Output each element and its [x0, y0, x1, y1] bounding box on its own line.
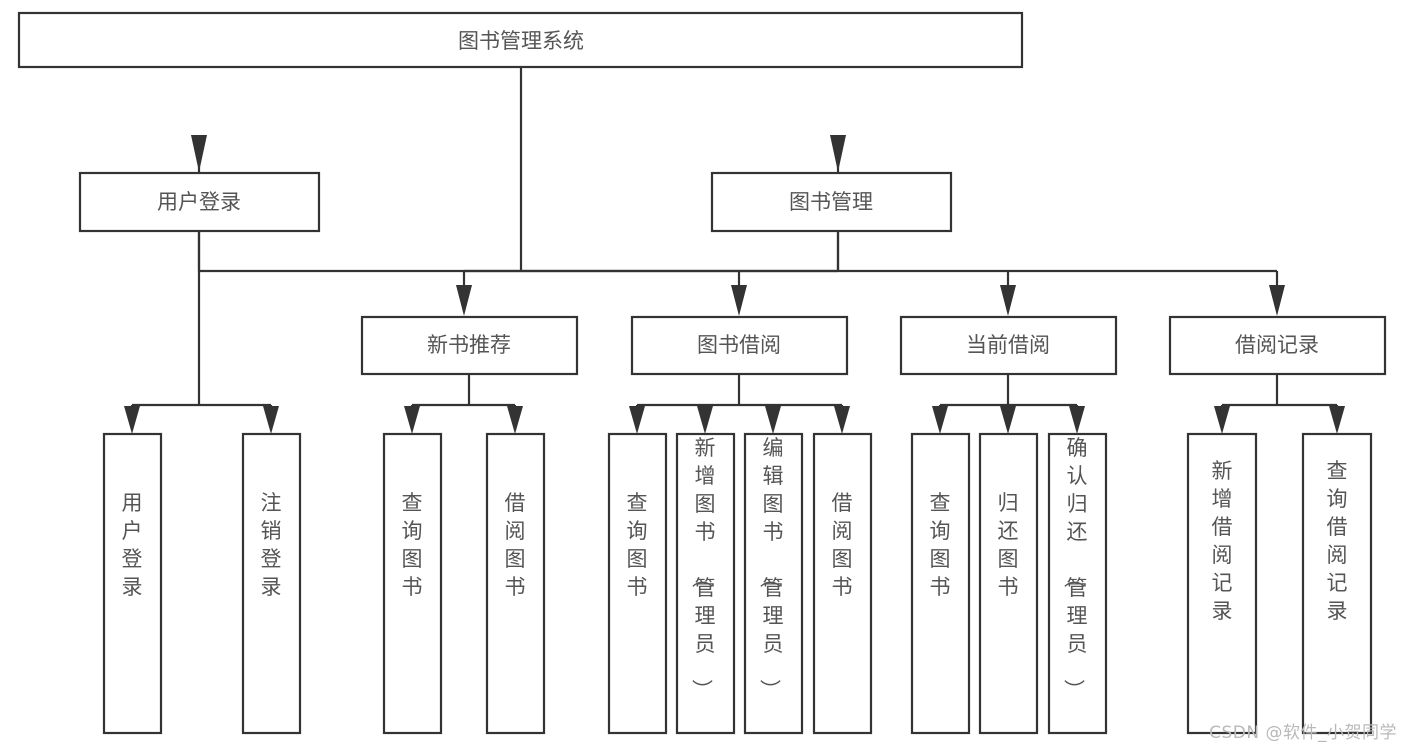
node-current-borrow-box[interactable] — [899, 315, 1118, 376]
node-leaf-edit-book[interactable]: 编辑图书（管理员） — [743, 432, 804, 735]
node-book-borrow[interactable]: 图书借阅 — [630, 315, 849, 376]
arrowhead-layer — [124, 135, 1345, 434]
node-leaf-borrow-book-2[interactable]: 借阅图书 — [812, 432, 873, 735]
node-leaf-confirm-return[interactable]: 确认归还（管理员） — [1047, 432, 1108, 735]
node-leaf-query-book-3-box[interactable] — [910, 432, 971, 735]
node-leaf-user-login-box[interactable] — [102, 432, 163, 735]
node-borrow-record-box[interactable] — [1168, 315, 1387, 376]
arrowhead-icon — [456, 285, 472, 316]
node-leaf-query-book-2-box[interactable] — [607, 432, 668, 735]
node-leaf-user-logout-label: 注销登录 — [261, 491, 282, 599]
arrowhead-icon — [731, 285, 747, 316]
node-user-login[interactable]: 用户登录 — [78, 171, 321, 233]
node-leaf-query-book-1[interactable]: 查询图书 — [382, 432, 443, 735]
node-root-box[interactable] — [17, 11, 1024, 69]
node-leaf-add-record-label: 新增借阅记录 — [1212, 459, 1233, 623]
node-leaf-borrow-book-1[interactable]: 借阅图书 — [485, 432, 546, 735]
node-borrow-record[interactable]: 借阅记录 — [1168, 315, 1387, 376]
node-leaf-return-book[interactable]: 归还图书 — [978, 432, 1039, 735]
node-leaf-edit-book-label: 编辑图书（管理员） — [758, 436, 784, 700]
node-leaf-confirm-return-label: 确认归还（管理员） — [1062, 436, 1088, 700]
node-new-book-recommend-label: 新书推荐 — [427, 333, 511, 357]
node-root[interactable]: 图书管理系统 — [17, 11, 1024, 69]
node-leaf-user-login-label: 用户登录 — [122, 491, 143, 599]
node-leaf-query-book-3[interactable]: 查询图书 — [910, 432, 971, 735]
node-root-label: 图书管理系统 — [458, 29, 584, 53]
node-borrow-record-label: 借阅记录 — [1235, 333, 1319, 357]
node-book-borrow-box[interactable] — [630, 315, 849, 376]
node-current-borrow[interactable]: 当前借阅 — [899, 315, 1118, 376]
node-leaf-borrow-book-1-label: 借阅图书 — [505, 491, 526, 599]
node-leaf-add-book-box[interactable] — [675, 432, 736, 735]
node-leaf-return-book-label: 归还图书 — [998, 491, 1019, 599]
node-book-management[interactable]: 图书管理 — [710, 171, 953, 233]
node-leaf-query-book-2-label: 查询图书 — [627, 491, 648, 599]
node-leaf-query-book-1-label: 查询图书 — [402, 491, 423, 599]
node-user-login-box[interactable] — [78, 171, 321, 233]
arrowhead-icon — [765, 406, 781, 434]
node-book-management-box[interactable] — [710, 171, 953, 233]
node-leaf-borrow-book-2-label: 借阅图书 — [832, 491, 853, 599]
node-leaf-user-logout-box[interactable] — [241, 432, 302, 735]
node-leaf-borrow-book-2-box[interactable] — [812, 432, 873, 735]
arrowhead-icon — [1214, 406, 1230, 434]
arrowhead-icon — [830, 135, 846, 172]
node-leaf-add-book[interactable]: 新增图书（管理员） — [675, 432, 736, 735]
arrowhead-icon — [834, 406, 850, 434]
arrowhead-icon — [1269, 285, 1285, 316]
node-leaf-query-book-2[interactable]: 查询图书 — [607, 432, 668, 735]
arrowhead-icon — [1000, 285, 1016, 316]
arrowhead-icon — [932, 406, 948, 434]
node-new-book-recommend-box[interactable] — [360, 315, 579, 376]
node-leaf-query-record-label: 查询借阅记录 — [1327, 459, 1348, 623]
node-book-borrow-label: 图书借阅 — [697, 333, 781, 357]
arrowhead-icon — [124, 406, 140, 434]
node-current-borrow-label: 当前借阅 — [966, 333, 1050, 357]
node-leaf-add-book-label: 新增图书（管理员） — [690, 436, 716, 700]
arrowhead-icon — [263, 406, 279, 434]
arrowhead-icon — [697, 406, 713, 434]
node-leaf-edit-book-box[interactable] — [743, 432, 804, 735]
node-leaf-return-book-box[interactable] — [978, 432, 1039, 735]
node-new-book-recommend[interactable]: 新书推荐 — [360, 315, 579, 376]
node-leaf-add-record[interactable]: 新增借阅记录 — [1186, 432, 1258, 735]
arrowhead-icon — [1069, 406, 1085, 434]
arrowhead-icon — [191, 135, 207, 172]
arrowhead-icon — [629, 406, 645, 434]
arrowhead-icon — [507, 406, 523, 434]
node-book-management-label: 图书管理 — [789, 190, 873, 214]
node-user-login-label: 用户登录 — [157, 190, 241, 214]
arrowhead-icon — [1000, 406, 1016, 434]
node-leaf-user-login[interactable]: 用户登录 — [102, 432, 163, 735]
node-leaf-add-record-box[interactable] — [1186, 432, 1258, 735]
node-leaf-borrow-book-1-box[interactable] — [485, 432, 546, 735]
node-leaf-query-book-1-box[interactable] — [382, 432, 443, 735]
node-leaf-confirm-return-box[interactable] — [1047, 432, 1108, 735]
node-leaf-query-record-box[interactable] — [1301, 432, 1373, 735]
arrowhead-icon — [404, 406, 420, 434]
csdn-watermark: CSDN @软件_小贺同学 — [1209, 723, 1397, 743]
arrowhead-icon — [1329, 406, 1345, 434]
node-leaf-user-logout[interactable]: 注销登录 — [241, 432, 302, 735]
node-leaf-query-book-3-label: 查询图书 — [930, 491, 951, 599]
node-leaf-query-record[interactable]: 查询借阅记录 — [1301, 432, 1373, 735]
